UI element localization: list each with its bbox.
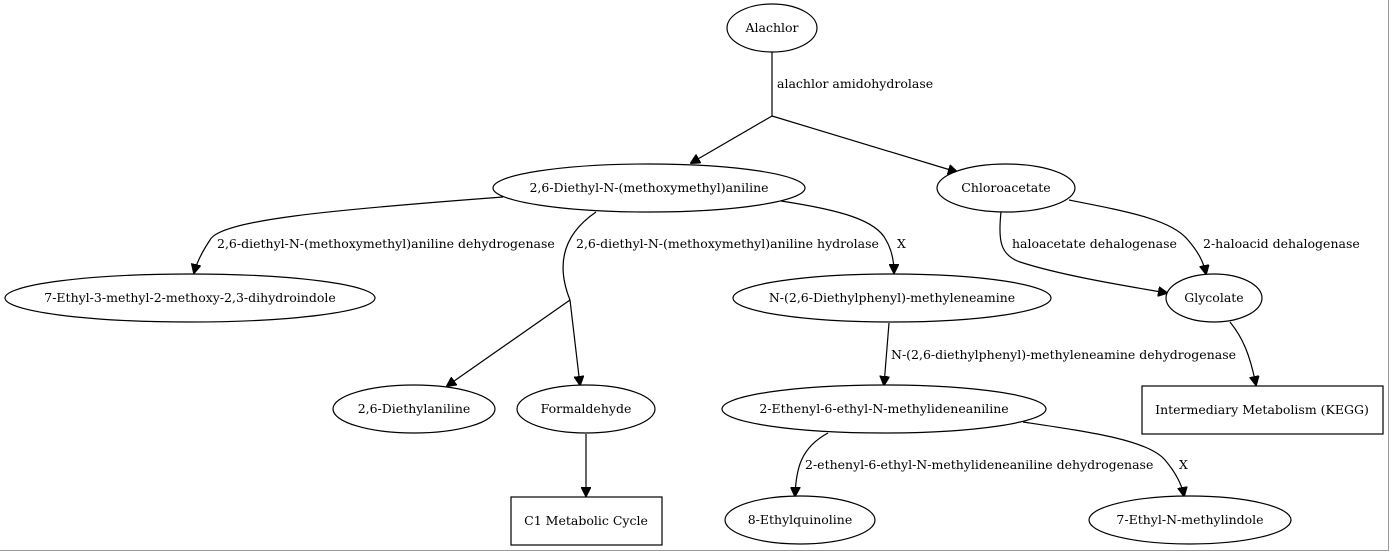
edge-label-aniline-hydrolase: 2,6-diethyl-N-(methoxymethyl)aniline hyd… bbox=[576, 236, 879, 251]
node-label-ethenyl-ethyl-methylideneaniline: 2-Ethenyl-6-ethyl-N-methylideneaniline bbox=[759, 401, 1008, 416]
node-diethyl-methoxymethyl-aniline: 2,6-Diethyl-N-(methoxymethyl)aniline bbox=[492, 163, 806, 213]
edge-aniline-to-dihydroindole bbox=[194, 196, 504, 273]
edge-label-alachlor-amidohydrolase: alachlor amidohydrolase bbox=[777, 76, 933, 91]
node-label-intermediary-metabolism: Intermediary Metabolism (KEGG) bbox=[1155, 402, 1369, 417]
node-label-ethyl-methylindole: 7-Ethyl-N-methylindole bbox=[1116, 512, 1263, 527]
node-ethyl-methylindole: 7-Ethyl-N-methylindole bbox=[1088, 495, 1292, 545]
edge-label-methyleneamine-dehydrogenase: N-(2,6-diethylphenyl)-methyleneamine deh… bbox=[891, 347, 1236, 362]
node-label-ethylquinoline: 8-Ethylquinoline bbox=[748, 512, 853, 527]
edge-labels: alachlor amidohydrolase 2,6-diethyl-N-(m… bbox=[217, 76, 1360, 472]
node-label-ethyl-methyl-methoxy-dihydroindole: 7-Ethyl-3-methyl-2-methoxy-2,3-dihydroin… bbox=[44, 290, 336, 305]
node-diethylaniline: 2,6-Diethylaniline bbox=[332, 384, 496, 434]
edge-hydrolase-junction-to-diethylaniline bbox=[447, 299, 571, 386]
node-label-formaldehyde: Formaldehyde bbox=[541, 401, 632, 416]
edge-methylideneaniline-to-methylindole bbox=[1022, 421, 1184, 496]
node-label-diethylaniline: 2,6-Diethylaniline bbox=[358, 401, 471, 416]
node-ethylquinoline: 8-Ethylquinoline bbox=[724, 495, 876, 545]
node-label-c1-metabolic-cycle: C1 Metabolic Cycle bbox=[524, 513, 648, 528]
node-label-chloroacetate: Chloroacetate bbox=[961, 180, 1050, 195]
edge-junction-to-chloroacetate bbox=[771, 115, 957, 172]
nodes: Alachlor 2,6-Diethyl-N-(methoxymethyl)an… bbox=[4, 3, 1384, 546]
edge-aniline-to-hydrolase-junction bbox=[562, 211, 597, 301]
edge-hydrolase-junction-to-formaldehyde bbox=[569, 299, 580, 385]
edge-aniline-to-methyleneamine bbox=[780, 200, 894, 273]
edge-methyleneamine-to-methylideneaniline bbox=[884, 322, 889, 385]
node-alachlor: Alachlor bbox=[726, 3, 818, 53]
node-c1-metabolic-cycle: C1 Metabolic Cycle bbox=[510, 496, 663, 546]
edge-label-haloacid-dehalogenase: 2-haloacid dehalogenase bbox=[1203, 236, 1360, 251]
edge-methylideneaniline-to-ethylquinoline bbox=[795, 432, 829, 496]
edge-label-haloacetate-dehalogenase: haloacetate dehalogenase bbox=[1012, 236, 1177, 251]
node-diethylphenyl-methyleneamine: N-(2,6-Diethylphenyl)-methyleneamine bbox=[732, 273, 1052, 323]
edge-chloroacetate-to-glycolate-haloacid bbox=[1068, 199, 1206, 274]
node-label-glycolate: Glycolate bbox=[1184, 290, 1243, 305]
node-intermediary-metabolism: Intermediary Metabolism (KEGG) bbox=[1141, 385, 1384, 435]
edge-chloroacetate-to-glycolate-haloacetate bbox=[999, 211, 1167, 293]
edge-glycolate-to-intermediary-metabolism bbox=[1229, 321, 1256, 385]
node-ethyl-methyl-methoxy-dihydroindole: 7-Ethyl-3-methyl-2-methoxy-2,3-dihydroin… bbox=[4, 273, 376, 323]
edge-label-aniline-dehydrogenase: 2,6-diethyl-N-(methoxymethyl)aniline deh… bbox=[217, 236, 555, 251]
edge-label-methylideneaniline-dehydrogenase: 2-ethenyl-6-ethyl-N-methylideneaniline d… bbox=[805, 457, 1153, 472]
node-formaldehyde: Formaldehyde bbox=[516, 384, 656, 434]
edge-junction-to-diethyl-methoxymethyl-aniline bbox=[691, 115, 773, 163]
node-label-diethylphenyl-methyleneamine: N-(2,6-Diethylphenyl)-methyleneamine bbox=[769, 290, 1015, 305]
node-chloroacetate: Chloroacetate bbox=[936, 163, 1076, 213]
node-ethenyl-ethyl-methylideneaniline: 2-Ethenyl-6-ethyl-N-methylideneaniline bbox=[721, 384, 1047, 434]
node-label-diethyl-methoxymethyl-aniline: 2,6-Diethyl-N-(methoxymethyl)aniline bbox=[529, 180, 768, 195]
edge-label-x-methyleneamine: X bbox=[897, 236, 906, 251]
edge-label-x-methylindole: X bbox=[1179, 457, 1188, 472]
node-glycolate: Glycolate bbox=[1165, 273, 1263, 323]
node-label-alachlor: Alachlor bbox=[744, 20, 798, 35]
edges bbox=[194, 52, 1256, 496]
